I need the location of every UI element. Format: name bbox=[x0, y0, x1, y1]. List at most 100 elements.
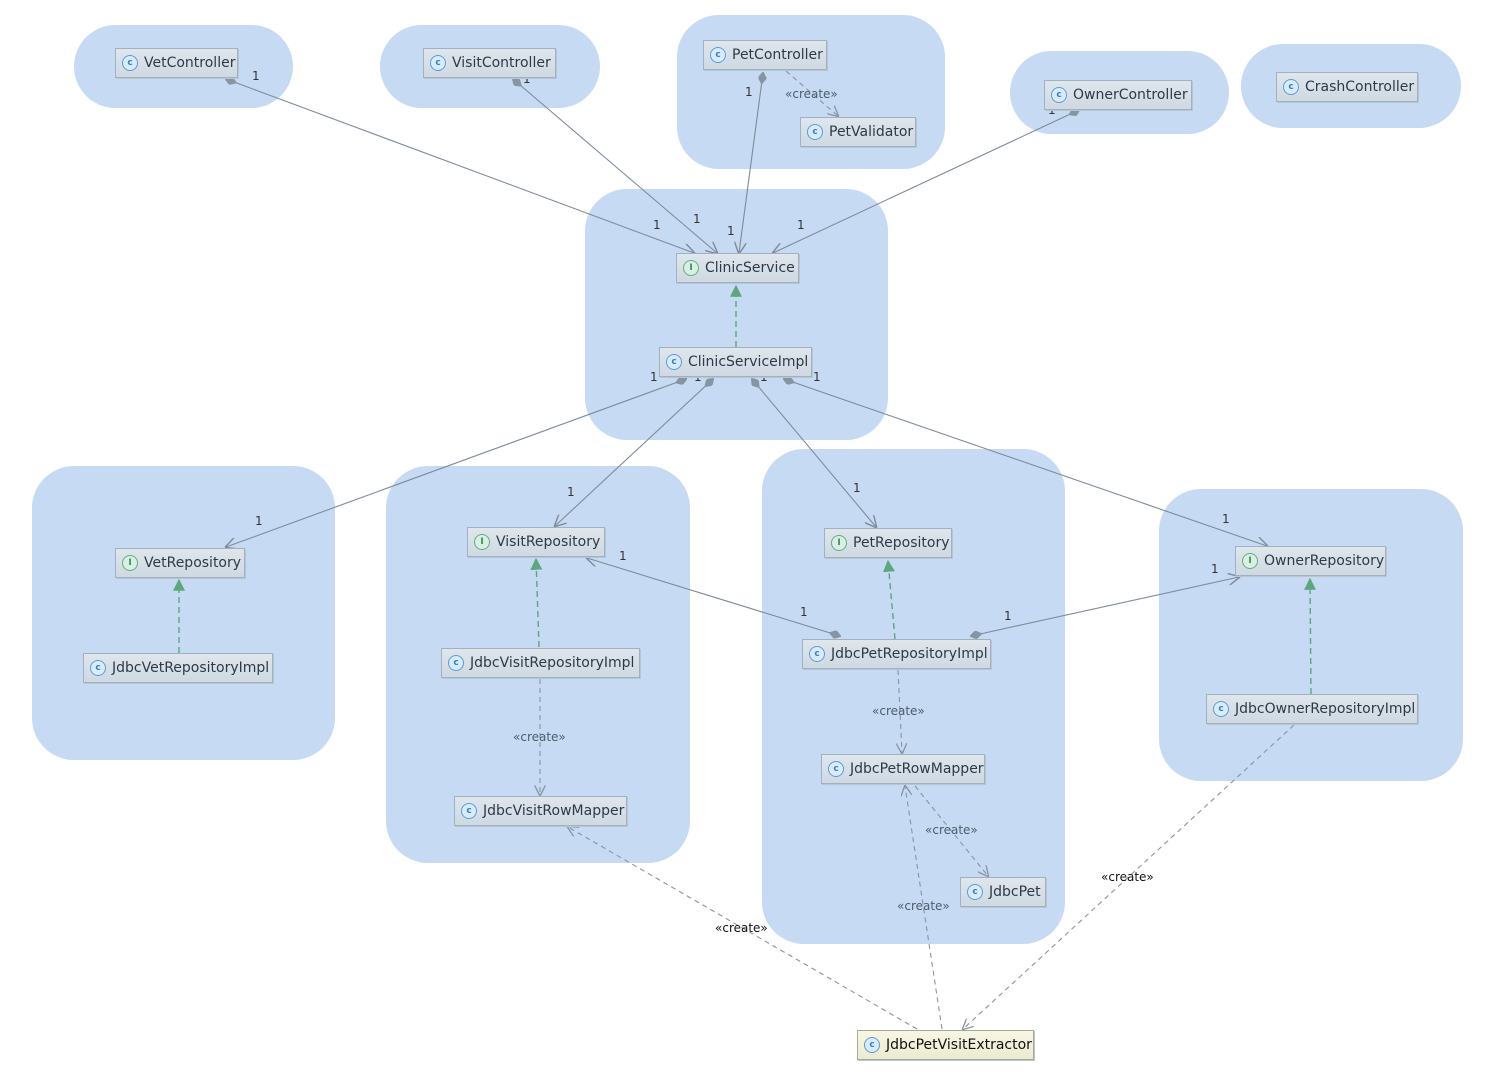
node-jdbc-pet-row-mapper[interactable]: c JdbcPetRowMapper bbox=[821, 754, 985, 784]
mult-label: 1 bbox=[800, 605, 808, 619]
class-icon: c bbox=[461, 803, 477, 819]
edge-ownerrepo-create-extractor bbox=[963, 724, 1295, 1029]
mult-label: 1 bbox=[252, 69, 260, 83]
class-icon: c bbox=[807, 124, 823, 140]
node-jdbc-visit-repository-impl[interactable]: c JdbcVisitRepositoryImpl bbox=[441, 648, 640, 678]
node-label: VisitRepository bbox=[496, 534, 601, 550]
create-label: «create» bbox=[513, 730, 566, 744]
node-label: ClinicService bbox=[705, 260, 795, 276]
node-jdbc-pet[interactable]: c JdbcPet bbox=[960, 877, 1046, 907]
node-label: JdbcOwnerRepositoryImpl bbox=[1235, 701, 1416, 717]
interface-icon: I bbox=[122, 555, 138, 571]
node-pet-controller[interactable]: c PetController bbox=[703, 40, 827, 70]
node-label: JdbcVetRepositoryImpl bbox=[112, 660, 270, 676]
node-label: VetRepository bbox=[144, 555, 242, 571]
mult-label: 1 bbox=[694, 370, 702, 384]
node-clinic-service-impl[interactable]: c ClinicServiceImpl bbox=[659, 347, 812, 377]
class-icon: c bbox=[710, 47, 726, 63]
node-crash-controller[interactable]: c CrashController bbox=[1276, 72, 1418, 102]
mult-label: 1 bbox=[653, 218, 661, 232]
mult-label: 1 bbox=[727, 224, 735, 238]
mult-label: 1 bbox=[1222, 512, 1230, 526]
edge-petcontroller-petvalidator bbox=[785, 70, 838, 116]
class-icon: c bbox=[448, 655, 464, 671]
node-jdbc-visit-row-mapper[interactable]: c JdbcVisitRowMapper bbox=[454, 796, 627, 826]
node-label: PetValidator bbox=[829, 124, 914, 140]
node-label: JdbcPetRowMapper bbox=[850, 761, 984, 777]
node-label: OwnerRepository bbox=[1264, 553, 1385, 569]
create-label: «create» bbox=[785, 87, 838, 101]
edge-extractor-create-petrowmapper bbox=[905, 786, 943, 1030]
mult-label: 1 bbox=[619, 549, 627, 563]
node-jdbc-pet-repository-impl[interactable]: c JdbcPetRepositoryImpl bbox=[802, 639, 991, 669]
node-label: VetController bbox=[144, 55, 236, 71]
class-icon: c bbox=[864, 1037, 880, 1053]
node-label: OwnerController bbox=[1073, 87, 1188, 103]
node-label: ClinicServiceImpl bbox=[688, 354, 809, 370]
node-pet-repository[interactable]: I PetRepository bbox=[824, 528, 952, 558]
mult-label: 1 bbox=[523, 72, 531, 86]
edge-impl-petrepository bbox=[752, 379, 876, 527]
create-label: «create» bbox=[715, 921, 768, 935]
node-visit-repository[interactable]: I VisitRepository bbox=[467, 527, 605, 557]
create-label: «create» bbox=[925, 823, 978, 837]
mult-label: 1 bbox=[650, 370, 658, 384]
node-vet-repository[interactable]: I VetRepository bbox=[115, 548, 245, 578]
node-label: PetRepository bbox=[853, 535, 950, 551]
edge-extractor-create-visitrowmapper bbox=[568, 827, 918, 1030]
edge-ownercontroller-clinicservice bbox=[773, 110, 1079, 253]
node-label: JdbcPet bbox=[989, 884, 1041, 900]
mult-label: 1 bbox=[853, 481, 861, 495]
node-vet-controller[interactable]: c VetController bbox=[115, 48, 238, 78]
class-icon: c bbox=[90, 660, 106, 676]
node-label: JdbcVisitRowMapper bbox=[483, 803, 625, 819]
mult-label: 1 bbox=[567, 485, 575, 499]
class-icon: c bbox=[1213, 701, 1229, 717]
create-label: «create» bbox=[897, 899, 950, 913]
node-jdbc-vet-repository-impl[interactable]: c JdbcVetRepositoryImpl bbox=[83, 653, 273, 683]
edge-visitcontroller-clinicservice bbox=[513, 79, 717, 253]
edge-jdbcpetrepo-create-rowmapper bbox=[898, 669, 902, 753]
edge-jdbcowner-realizes bbox=[1304, 577, 1317, 695]
class-icon: c bbox=[828, 761, 844, 777]
node-label: JdbcPetRepositoryImpl bbox=[831, 646, 988, 662]
edge-jdbcvisit-realizes bbox=[530, 557, 543, 648]
node-pet-validator[interactable]: c PetValidator bbox=[800, 117, 916, 147]
mult-label: 1 bbox=[693, 212, 701, 226]
mult-label: 1 bbox=[1211, 562, 1219, 576]
class-icon: c bbox=[1283, 79, 1299, 95]
class-icon: c bbox=[809, 646, 825, 662]
node-jdbc-owner-repository-impl[interactable]: c JdbcOwnerRepositoryImpl bbox=[1206, 694, 1418, 724]
edge-impl-vetrepository bbox=[226, 379, 686, 547]
edge-jdbcpet-realizes bbox=[882, 559, 896, 640]
edge-jdbcpetrepo-visitrepository bbox=[587, 558, 840, 636]
node-owner-repository[interactable]: I OwnerRepository bbox=[1235, 546, 1386, 576]
edge-impl-ownerrepository bbox=[784, 379, 1267, 546]
edge-jdbcpetrepo-ownerrepository bbox=[971, 577, 1239, 636]
interface-icon: I bbox=[1242, 553, 1258, 569]
interface-icon: I bbox=[683, 260, 699, 276]
mult-label: 1 bbox=[813, 370, 821, 384]
node-label: JdbcVisitRepositoryImpl bbox=[470, 655, 635, 671]
node-clinic-service[interactable]: I ClinicService bbox=[676, 253, 799, 283]
mult-label: 1 bbox=[745, 85, 753, 99]
interface-icon: I bbox=[831, 535, 847, 551]
edge-impl-visitrepository bbox=[555, 379, 713, 526]
interface-icon: I bbox=[474, 534, 490, 550]
node-label: CrashController bbox=[1305, 79, 1415, 95]
class-icon: c bbox=[967, 884, 983, 900]
node-label: PetController bbox=[732, 47, 823, 63]
node-visit-controller[interactable]: c VisitController bbox=[423, 48, 556, 78]
node-label: VisitController bbox=[452, 55, 551, 71]
class-icon: c bbox=[1051, 87, 1067, 103]
edge-petrowmapper-create-jdbcpet bbox=[914, 785, 988, 876]
node-owner-controller[interactable]: c OwnerController bbox=[1044, 80, 1192, 110]
class-icon: c bbox=[666, 354, 682, 370]
mult-label: 1 bbox=[760, 370, 768, 384]
class-icon: c bbox=[430, 55, 446, 71]
create-label: «create» bbox=[1101, 870, 1154, 884]
mult-label: 1 bbox=[1004, 609, 1012, 623]
class-icon: c bbox=[122, 55, 138, 71]
